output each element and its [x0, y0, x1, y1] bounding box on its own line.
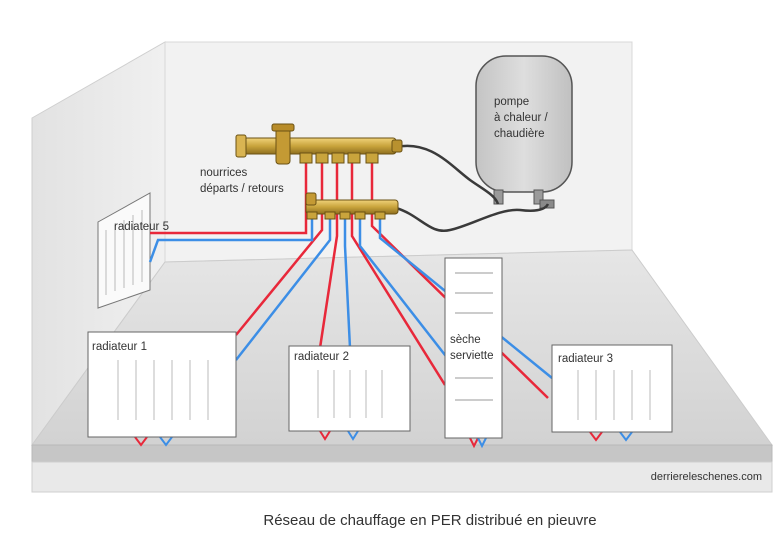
radiator-1-label: radiateur 1 — [92, 341, 147, 353]
supply-pipe-radiator-5 — [150, 162, 308, 235]
supply-pipe-towel-dryer — [350, 162, 447, 386]
supply-manifold-valve — [275, 127, 291, 165]
radiator-1-body — [87, 331, 237, 438]
towel-dryer-return-stub — [477, 437, 487, 449]
boiler-label: pompe à chaleur / chaudière — [494, 96, 551, 140]
manifold-label: nourrices départs / retours — [200, 167, 284, 195]
supply-manifold-body — [243, 137, 397, 155]
supply-manifold-inlet — [235, 134, 247, 158]
radiator-2-return-stub — [347, 430, 359, 441]
radiator-2: radiateur 2 — [288, 345, 411, 432]
boiler-label-line1: pompe — [494, 96, 529, 108]
caption: Réseau de chauffage en PER distribué en … — [263, 512, 596, 529]
manifolds: nourrices départs / retours — [200, 123, 403, 220]
return-outlet — [374, 211, 386, 220]
pipe-stubs — [134, 430, 633, 449]
return-manifold-body — [305, 199, 399, 215]
supply-outlet — [331, 152, 345, 164]
supply-manifold-valve-top — [271, 123, 295, 132]
return-pipe-radiator-1 — [235, 215, 332, 361]
radiator-2-supply-stub — [319, 430, 331, 441]
manifold-label-line1: nourrices — [200, 167, 248, 179]
radiator-1-supply-stub — [134, 436, 148, 447]
supply-manifold-cap — [391, 139, 403, 153]
radiator-1: radiateur 1 — [87, 331, 237, 438]
supply-outlet — [365, 152, 379, 164]
towel-dryer: sèche serviette — [444, 257, 503, 439]
boiler: pompe à chaleur / chaudière — [475, 55, 573, 209]
towel-dryer-body — [444, 257, 503, 439]
radiator-3-label: radiateur 3 — [558, 353, 613, 365]
return-pipe-radiator-2 — [343, 215, 352, 349]
radiator-3-return-stub — [619, 431, 633, 442]
radiator-5: radiateur 5 — [97, 192, 169, 309]
radiator-3: radiateur 3 — [551, 344, 673, 433]
radiator-3-supply-stub — [589, 431, 603, 442]
supply-outlet — [347, 152, 361, 164]
towel-dryer-supply-stub — [469, 437, 479, 449]
supply-manifold-outlets — [299, 152, 379, 164]
supply-outlet — [315, 152, 329, 164]
radiator-2-label: radiateur 2 — [294, 351, 349, 363]
supply-pipe-radiator-1 — [235, 162, 324, 336]
radiator-5-label: radiateur 5 — [114, 221, 169, 233]
radiator-3-body — [551, 344, 673, 433]
towel-dryer-label-line1: sèche — [450, 334, 481, 346]
manifold-label-line2: départs / retours — [200, 183, 284, 195]
boiler-supply-line — [395, 144, 500, 205]
boiler-connection-pipes — [395, 144, 550, 233]
supply-outlet — [299, 152, 313, 164]
return-manifold-outlets — [306, 211, 386, 220]
boiler-label-line2: à chaleur / — [494, 112, 549, 124]
watermark: derriereleschenes.com — [651, 471, 762, 483]
towel-dryer-label: sèche serviette — [450, 334, 493, 362]
boiler-valve-right — [533, 189, 544, 205]
base-slab — [31, 461, 773, 493]
boiler-tank — [475, 55, 573, 193]
return-pipe-radiator-5 — [148, 215, 314, 263]
boiler-return-line — [395, 203, 550, 233]
floor-edge — [31, 444, 773, 463]
return-manifold-inlet — [305, 192, 317, 206]
radiator-1-return-stub — [159, 436, 173, 447]
supply-pipe-radiator-2 — [318, 162, 339, 349]
return-outlet — [339, 211, 351, 220]
return-outlet — [306, 211, 318, 220]
return-outlet — [324, 211, 336, 220]
return-outlet — [354, 211, 366, 220]
towel-dryer-label-line2: serviette — [450, 350, 493, 362]
boiler-label-line3: chaudière — [494, 128, 545, 140]
